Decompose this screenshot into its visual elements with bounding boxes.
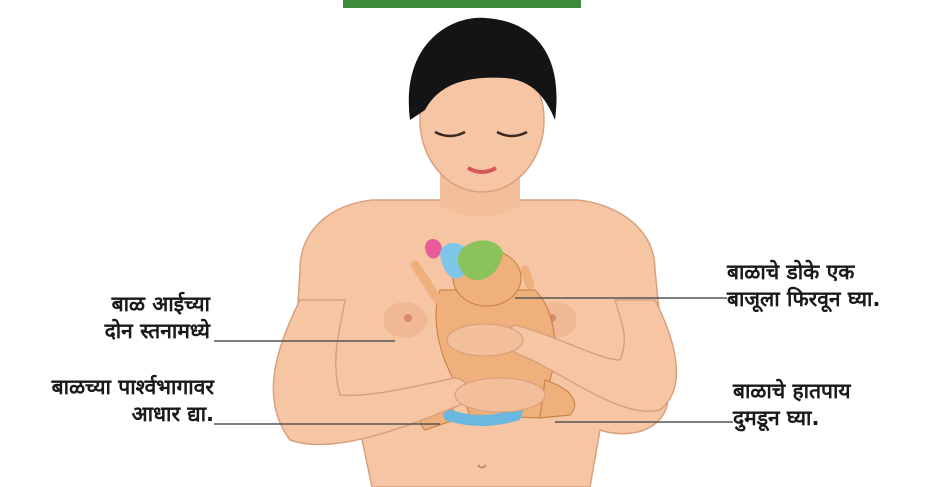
label-support-back-line2: आधार द्या. xyxy=(52,401,214,428)
label-limbs-folded-line1: बाळाचे हातपाय xyxy=(733,378,851,405)
label-head-turned-line2: बाजूला फिरवून घ्या. xyxy=(727,286,880,313)
nipple-left xyxy=(404,314,412,322)
label-limbs-folded-line2: दुमडून घ्या. xyxy=(733,405,851,432)
label-limbs-folded: बाळाचे हातपाय दुमडून घ्या. xyxy=(733,378,851,432)
label-head-turned: बाळाचे डोके एक बाजूला फिरवून घ्या. xyxy=(727,259,880,313)
label-support-back: बाळच्या पार्श्वभागावर आधार द्या. xyxy=(52,374,214,428)
label-between-breasts-line2: दोन स्तनामध्ये xyxy=(105,318,210,345)
label-support-back-line1: बाळच्या पार्श्वभागावर xyxy=(52,374,214,401)
label-head-turned-line1: बाळाचे डोके एक xyxy=(727,259,880,286)
mother-hand-upper xyxy=(447,324,523,356)
label-between-breasts-line1: बाळ आईच्या xyxy=(105,291,210,318)
label-between-breasts: बाळ आईच्या दोन स्तनामध्ये xyxy=(105,291,210,345)
mother-hand-lower xyxy=(455,378,545,412)
baby-arm-right xyxy=(525,270,530,285)
